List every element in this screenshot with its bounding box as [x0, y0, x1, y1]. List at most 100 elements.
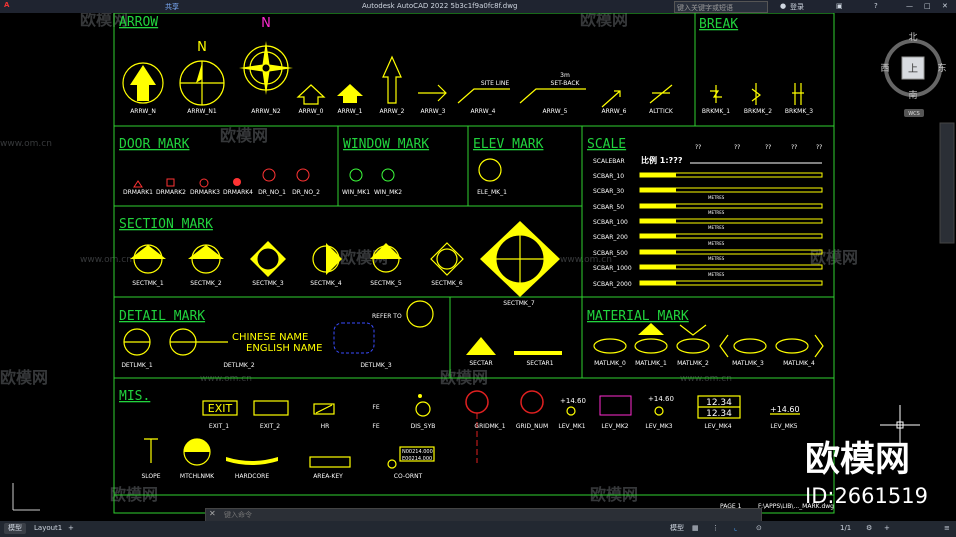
alt-tick-symbol	[649, 84, 673, 104]
cart-icon[interactable]: ▣	[836, 2, 843, 10]
model-space-indicator[interactable]: 模型	[670, 524, 684, 532]
symbol-label: WIN_MK1	[342, 189, 370, 196]
symbol-label: DIS_SYB	[411, 423, 436, 430]
symbol-label: SECTMK_7	[503, 300, 535, 307]
minimize-icon[interactable]: —	[906, 2, 913, 10]
symbol-label: SECTMK_5	[370, 280, 402, 287]
title-bar: A 共享 Autodesk AutoCAD 2022 5b3c1f9a0fc8f…	[0, 0, 956, 13]
user-icon[interactable]: ●	[780, 2, 787, 10]
wheelchair-icon	[415, 394, 431, 417]
site-line-symbol: SITE LINE	[457, 80, 510, 104]
viewcube-south: 南	[908, 89, 917, 101]
close-icon[interactable]: ✕	[942, 2, 948, 10]
polar-icon[interactable]: ⊙	[756, 524, 762, 532]
detail-symbols: CHINESE NAME ENGLISH NAME REFER TO DETLM…	[121, 300, 562, 369]
menu-icon[interactable]: ≡	[944, 524, 950, 532]
symbol-label: SLOPE	[141, 473, 160, 480]
command-line[interactable]: ✕	[205, 508, 762, 522]
plus-icon[interactable]: +	[884, 524, 890, 532]
symbol-label: E00214.000	[402, 456, 432, 462]
viewcube[interactable]: 上 北 南 东 西 WCS	[880, 32, 947, 117]
app-logo-icon[interactable]: A	[4, 1, 10, 9]
set-back-symbol: SET-BACK 3m	[519, 72, 586, 104]
snap-icon[interactable]: ⋮	[712, 524, 719, 532]
symbol-label: METRES	[708, 272, 725, 277]
section-mark-symbol	[370, 243, 402, 273]
symbol-label: N00214.000	[402, 449, 433, 455]
symbol-label: SECTAR1	[526, 360, 553, 367]
symbol-label: DR_NO_2	[292, 189, 320, 196]
symbol-label: SCBAR_100	[593, 219, 628, 226]
symbol-label: GRIDMK_1	[474, 423, 505, 430]
symbol-label: BRKMK_3	[785, 108, 813, 115]
command-input[interactable]	[224, 510, 644, 519]
section-title-section: SECTION MARK	[119, 217, 213, 232]
gear-icon[interactable]: ⚙	[866, 524, 873, 532]
watermark-url: www.om.cn	[680, 374, 732, 384]
symbol-label: HARDCORE	[235, 473, 269, 480]
file-path: F:\APPS\LIB\..._MARK.dwg	[758, 503, 834, 510]
material-symbols: MATLMK_0 MATLMK_1 MATLMK_2 MATLMK_3 MATL…	[593, 323, 824, 367]
door-symbols: DRMARK1 DRMARK2 DRMARK3 DRMARK4 DR_NO_1 …	[123, 168, 320, 196]
symbol-label: MATLMK_0	[594, 360, 626, 367]
symbol-label: ARRW_0	[299, 108, 324, 115]
symbol-label: HR	[321, 423, 330, 430]
arrow-2-symbol	[382, 55, 402, 104]
symbol-label: 12.34	[706, 398, 732, 408]
arrow-1-symbol	[337, 84, 363, 103]
symbol-label: FE	[372, 423, 379, 430]
scale-row: SCBAR_50 METRES	[593, 195, 823, 211]
scale-row: SCBAR_30	[593, 187, 823, 195]
section-title-window: WINDOW MARK	[343, 137, 429, 152]
login-button[interactable]: 登录	[790, 3, 804, 11]
symbol-label: LEV_MK1	[558, 423, 585, 430]
symbol-label: CHINESE NAME	[232, 332, 308, 343]
symbol-label: WIN_MK2	[374, 189, 402, 196]
symbol-label: SECTMK_2	[190, 280, 222, 287]
search-field[interactable]: 键入关键字或短语	[674, 1, 768, 13]
watermark-id: ID:2661519	[805, 484, 928, 508]
section-mark-symbol	[430, 242, 464, 276]
drawing-canvas[interactable]: 欧模网 欧模网 欧模网 欧模网 欧模网 欧模网 欧模网 欧模网 欧模网 www.…	[0, 13, 956, 521]
watermark-text: 欧模网	[340, 248, 388, 267]
symbol-label: ??	[695, 144, 701, 151]
break-symbols: BRKMK_1 BRKMK_2 BRKMK_3	[702, 83, 813, 115]
section-title-elev: ELEV MARK	[473, 137, 544, 152]
symbol-label: ARRW_6	[602, 108, 627, 115]
symbol-label: METRES	[708, 241, 725, 246]
symbol-label: ??	[765, 144, 771, 151]
watermark-text: 欧模网	[580, 13, 628, 29]
symbol-label: SITE LINE	[481, 80, 510, 87]
match-line-symbol	[183, 438, 211, 466]
symbol-label: ENGLISH NAME	[246, 343, 322, 354]
scale-row: SCBAR_500 METRES	[593, 241, 823, 257]
help-icon[interactable]: ?	[874, 2, 878, 10]
symbol-label: CO-ORNT	[394, 473, 423, 480]
search-placeholder: 键入关键字或短语	[677, 4, 733, 12]
arrow-3-symbol	[418, 84, 447, 102]
hardcore-symbol	[226, 457, 278, 465]
symbol-label: GRID_NUM	[516, 423, 548, 430]
symbol-label: SECTMK_3	[252, 280, 284, 287]
section-title-break: BREAK	[699, 17, 738, 32]
symbol-label: METRES	[708, 195, 725, 200]
maximize-icon[interactable]: □	[924, 2, 931, 10]
frame-grid	[113, 13, 835, 514]
symbol-label: MATLMK_1	[635, 360, 667, 367]
add-layout-button[interactable]: +	[68, 524, 74, 532]
command-close-icon[interactable]: ✕	[209, 509, 216, 518]
tab-model[interactable]: 模型	[4, 523, 26, 534]
share-button[interactable]: 共享	[165, 3, 179, 11]
scale-indicator[interactable]: 1/1	[840, 524, 852, 532]
watermark-url: www.om.cn	[200, 374, 252, 384]
symbol-label: ARRW_3	[421, 108, 446, 115]
tab-layout1[interactable]: Layout1	[34, 524, 63, 532]
navigation-bar[interactable]	[939, 122, 955, 244]
grid-icon[interactable]: ▦	[692, 524, 699, 532]
elev-symbols: ELE_MK_1	[477, 158, 507, 196]
symbol-label: LEV_MK4	[704, 423, 731, 430]
ortho-icon[interactable]: ⌞	[734, 524, 738, 532]
level-mark-symbol: +14.60	[770, 405, 800, 415]
symbol-label: SECTMK_6	[431, 280, 463, 287]
symbol-label: SECTMK_4	[310, 280, 342, 287]
